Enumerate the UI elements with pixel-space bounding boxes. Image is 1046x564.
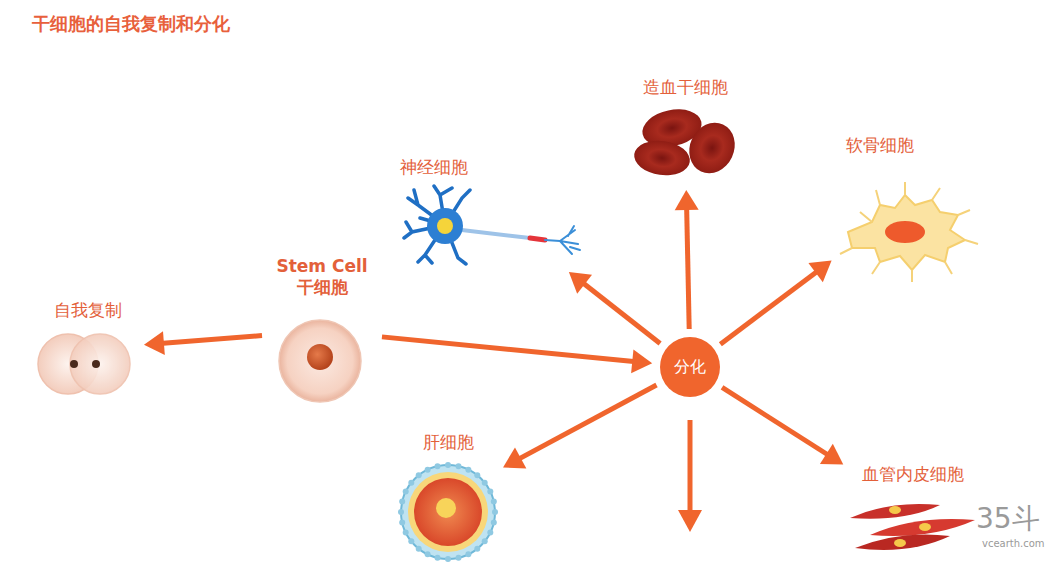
stem-cell <box>279 320 361 402</box>
arrow-shaft <box>581 282 660 344</box>
membrane-dot <box>425 551 431 557</box>
arrow-connector <box>720 261 831 345</box>
membrane-dot <box>456 463 462 469</box>
cell-label: 血管内皮细胞 <box>850 464 976 485</box>
membrane-dot <box>491 499 497 505</box>
membrane-dot <box>482 538 488 544</box>
membrane-dot <box>445 462 451 468</box>
arrow-shaft <box>720 270 818 344</box>
membrane-dot <box>416 472 422 478</box>
neuron <box>404 186 580 264</box>
arrow-head <box>675 190 699 210</box>
membrane-dot <box>492 509 498 515</box>
dividing-cell <box>38 334 130 394</box>
membrane-dot <box>465 467 471 473</box>
arrow-head <box>820 444 843 465</box>
membrane-dot <box>487 489 493 495</box>
arrow-connector <box>722 387 843 464</box>
cell-node: 肝细胞 <box>400 432 496 562</box>
arrow-shaft <box>160 336 262 344</box>
red-blood-cells <box>632 104 743 181</box>
cell-node: 神经细胞 <box>400 157 585 267</box>
arrow-head <box>503 447 526 468</box>
arrow-connector <box>675 190 699 329</box>
arrow-connector <box>382 337 652 373</box>
cell-label: 自我复制 <box>40 300 136 321</box>
arrow-head <box>808 261 831 283</box>
arrow-shaft <box>687 206 690 329</box>
cell-node: 血管内皮细胞 <box>850 464 976 554</box>
cell-node: 造血干细胞 <box>630 77 740 182</box>
cell-label: 分化 <box>674 357 706 377</box>
cell-node: Stem Cell 干细胞 <box>270 256 374 406</box>
chondrocyte <box>840 182 978 282</box>
membrane-dot <box>456 555 462 561</box>
arrow-shaft <box>722 387 830 456</box>
membrane-dot <box>398 509 404 515</box>
membrane-dot <box>399 499 405 505</box>
watermark: vcearth.com <box>982 538 1045 549</box>
endothelial-cells <box>850 504 975 550</box>
membrane-dot <box>474 472 480 478</box>
membrane-dot <box>482 480 488 486</box>
cell-label: 肝细胞 <box>400 432 496 453</box>
membrane-dot <box>408 538 414 544</box>
membrane-dot <box>435 463 441 469</box>
hepatocyte <box>401 465 495 559</box>
membrane-dot <box>408 480 414 486</box>
membrane-dot <box>416 546 422 552</box>
arrow-head <box>144 331 165 355</box>
watermark: 35斗 <box>976 500 1040 538</box>
cell-label: Stem Cell 干细胞 <box>272 256 372 299</box>
arrow-shaft <box>382 337 636 362</box>
arrow-connector <box>569 272 660 344</box>
cell-label: 神经细胞 <box>400 157 585 178</box>
membrane-dot <box>435 555 441 561</box>
membrane-dot <box>491 520 497 526</box>
arrow-head <box>631 349 652 373</box>
arrow-connector <box>503 385 656 469</box>
membrane-dot <box>425 467 431 473</box>
membrane-dot <box>474 546 480 552</box>
membrane-dot <box>445 556 451 562</box>
membrane-dot <box>465 551 471 557</box>
membrane-dot <box>403 529 409 535</box>
arrow-shaft <box>517 385 656 460</box>
membrane-dot <box>399 520 405 526</box>
cell-label: 造血干细胞 <box>630 77 740 98</box>
diagram-title: 干细胞的自我复制和分化 <box>32 12 230 36</box>
arrow-head <box>569 272 592 294</box>
cell-node: 自我复制 <box>40 300 136 398</box>
cell-node: 软骨细胞 <box>838 135 973 275</box>
membrane-dot <box>403 489 409 495</box>
membrane-dot <box>487 529 493 535</box>
arrow-connector <box>144 331 262 355</box>
cell-label: 软骨细胞 <box>838 135 973 156</box>
cutoff-arrow <box>678 420 702 532</box>
process-circle: 分化 <box>660 337 720 397</box>
